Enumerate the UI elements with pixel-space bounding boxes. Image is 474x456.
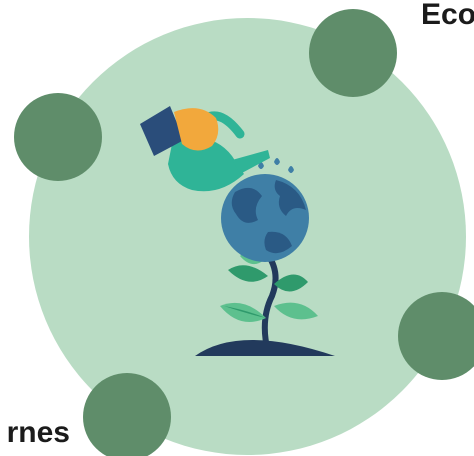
earth-globe (221, 174, 309, 262)
decor-dot-top-right (309, 9, 397, 97)
label-top-right: Eco (421, 0, 474, 30)
label-bottom-left: rnes (0, 418, 70, 448)
leaf-left-low (220, 302, 266, 322)
earth-continent-1 (231, 187, 262, 223)
hand (174, 108, 219, 151)
watering-can-body (168, 138, 244, 192)
leaf-left-mid (228, 265, 268, 282)
earth-continent-3 (264, 231, 292, 254)
leaf-right-low (274, 302, 318, 320)
earth-continent-2 (274, 180, 306, 216)
decor-dot-left (14, 93, 102, 181)
leaf-right-mid (274, 274, 308, 292)
decor-dot-bottom (83, 373, 171, 456)
water-drop-2 (274, 158, 280, 165)
decor-dot-right (398, 292, 474, 380)
water-drop-1 (258, 162, 264, 169)
watering-earth-plant-icon (140, 106, 335, 356)
water-drop-3 (288, 166, 294, 173)
label-bottom-left-text: rnes (6, 418, 70, 448)
watering-can-spout (232, 150, 270, 174)
sleeve (140, 106, 184, 156)
leaf-left-low-vein (224, 306, 266, 318)
plant-stem (261, 247, 279, 355)
